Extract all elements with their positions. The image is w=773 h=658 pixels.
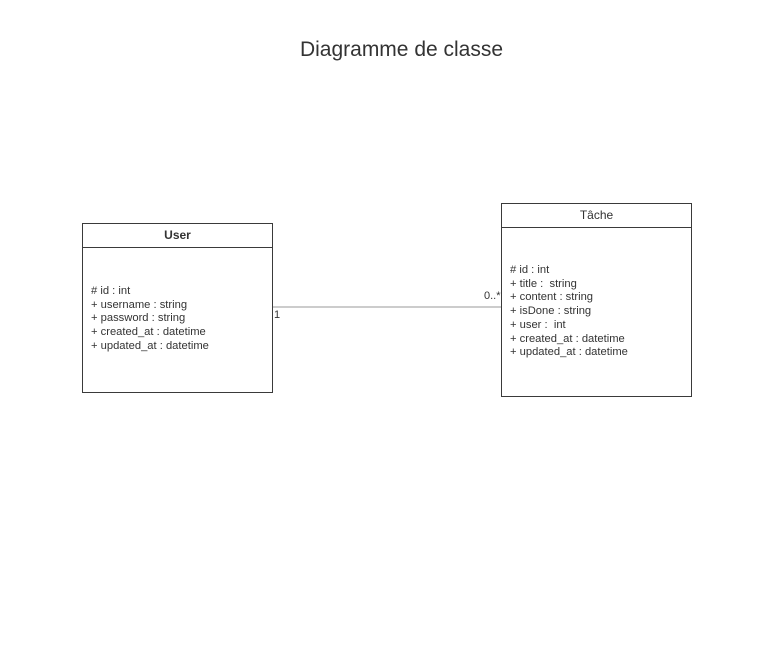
multiplicity-user: 1: [274, 309, 281, 321]
class-user-attribute: + username : string: [91, 298, 188, 311]
class-user-attribute: + password : string: [91, 312, 186, 325]
class-tache-attributes: # id : int + title : string + content : …: [502, 228, 691, 360]
class-tache-attribute: + title : string: [510, 277, 577, 290]
diagram-title: Diagramme de classe: [299, 38, 504, 61]
class-tache-attribute: # id : int: [510, 264, 550, 276]
class-user-attribute: + created_at : datetime: [91, 326, 206, 339]
class-tache[interactable]: Tâche # id : int + title : string + cont…: [501, 203, 692, 397]
class-user-attribute: # id : int: [91, 285, 131, 297]
class-tache-attribute: + content : string: [510, 291, 594, 304]
class-tache-attribute: + updated_at : datetime: [510, 346, 628, 359]
class-tache-name: Tâche: [502, 204, 691, 228]
class-user-attributes: # id : int + username : string + passwor…: [83, 248, 272, 354]
multiplicity-tache: 0..*: [484, 290, 501, 302]
class-tache-attribute: + created_at : datetime: [510, 332, 625, 345]
class-tache-attribute: + user : int: [510, 318, 566, 331]
class-user-name: User: [83, 224, 272, 248]
class-user[interactable]: User # id : int + username : string + pa…: [82, 223, 273, 393]
class-tache-attribute: + isDone : string: [510, 305, 592, 318]
class-user-attribute: + updated_at : datetime: [91, 339, 209, 352]
